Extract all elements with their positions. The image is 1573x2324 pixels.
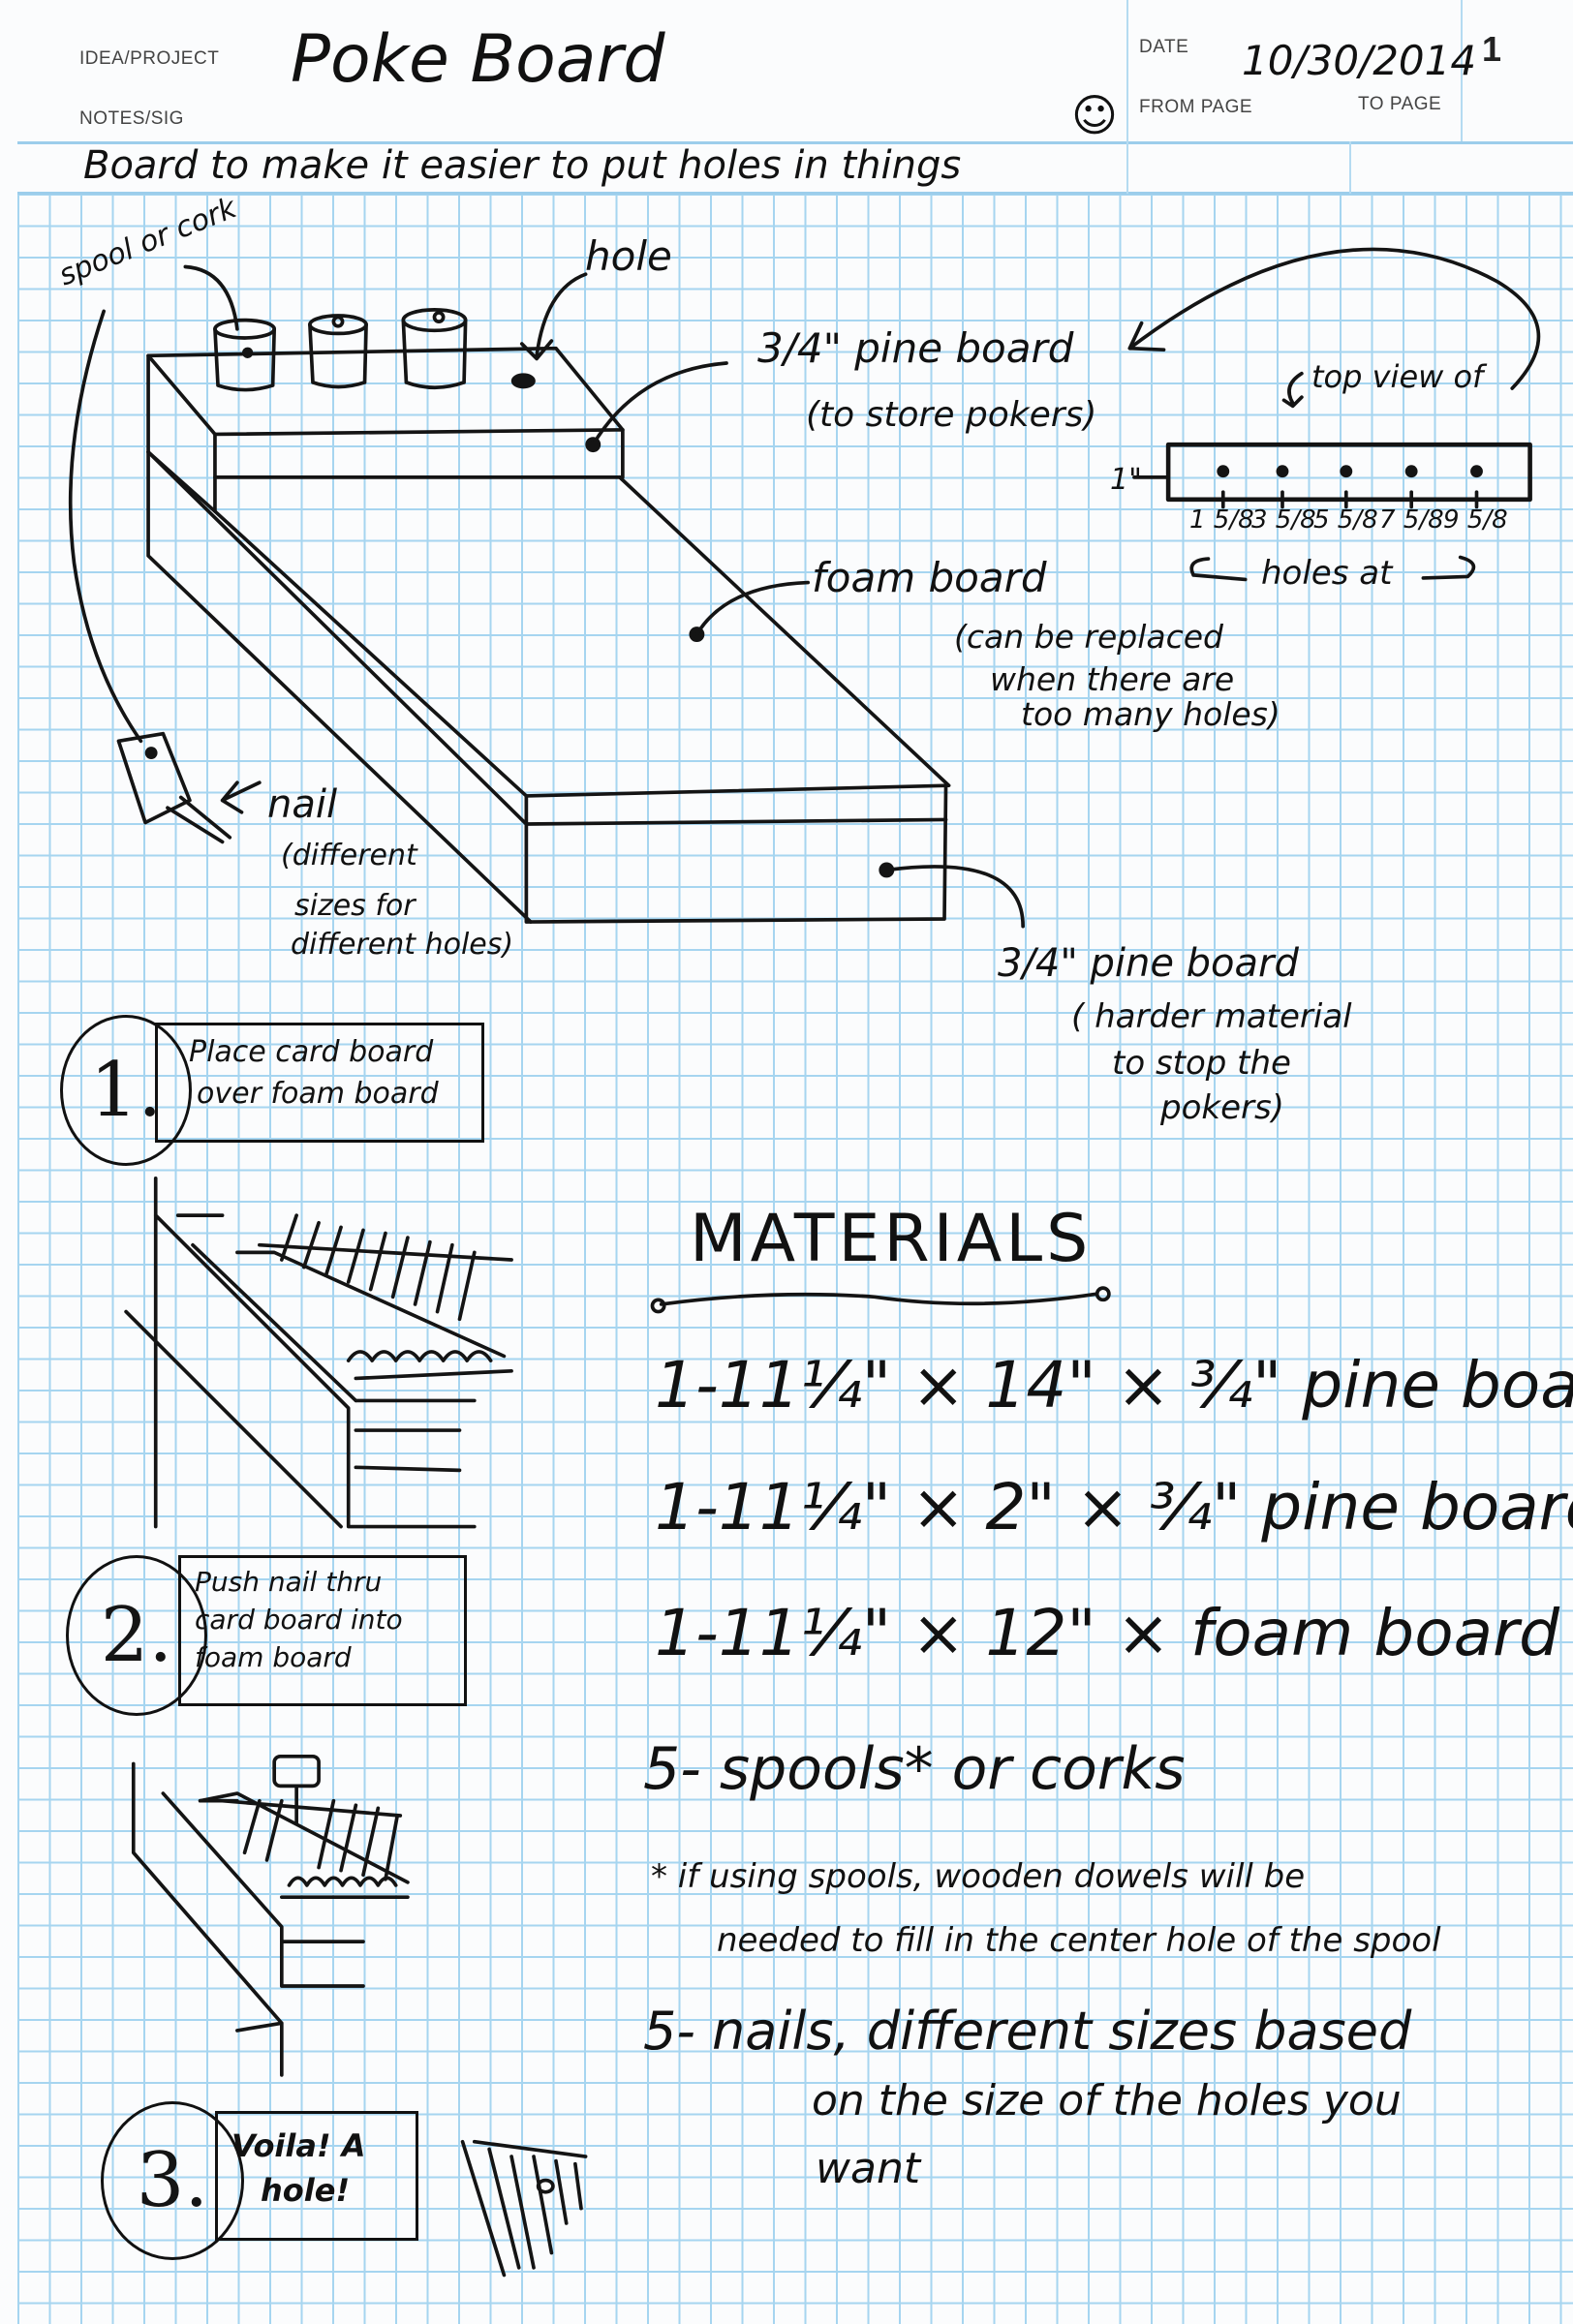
bottom-board-label: 3/4" pine board xyxy=(998,941,1299,986)
date-value: 10/30/2014 xyxy=(1242,37,1477,84)
step-text-line: Place card board xyxy=(189,1035,434,1069)
top-view-arrow xyxy=(1127,247,1541,390)
nail-note-line: (different xyxy=(281,839,417,872)
step-number: 3. xyxy=(136,2137,209,2224)
top-pine-board-front xyxy=(213,428,625,479)
board-front-face xyxy=(524,783,948,924)
top-board-label: 3/4" pine board xyxy=(757,324,1074,372)
materials-title: MATERIALS xyxy=(690,1201,1093,1277)
hole-label: hole xyxy=(585,232,672,280)
cardboard xyxy=(235,1242,513,1359)
foam-note-line: when there are xyxy=(990,660,1235,698)
poke-board-drawing xyxy=(68,247,1541,929)
bottom-board-note-line: pokers) xyxy=(1160,1088,1284,1127)
hole-position: 1 5/8 xyxy=(1189,505,1254,535)
step-number: 2. xyxy=(100,1592,173,1679)
spool-icon xyxy=(213,318,277,392)
step-text-line: Voila! A xyxy=(231,2127,366,2164)
bottom-board-note-line: to stop the xyxy=(1112,1044,1291,1083)
foam-bottom-line xyxy=(524,817,948,826)
step-number-badge: 3. xyxy=(101,2101,244,2260)
to-page-label: TO PAGE xyxy=(1358,94,1442,114)
hole-position: 7 5/8 xyxy=(1379,505,1444,535)
foam-label: foam board xyxy=(812,554,1047,601)
from-page-label: FROM PAGE xyxy=(1139,97,1253,117)
step-2-sketch xyxy=(131,1754,410,2077)
step-1-sketch xyxy=(124,1177,513,1529)
step-text-line: Push nail thru xyxy=(195,1566,383,1598)
nail-note-line: different holes) xyxy=(291,928,514,962)
header-divider xyxy=(1461,0,1463,141)
step-number: 1. xyxy=(89,1047,163,1134)
materials-item: 1-11¼" × 14" × ¾" pine board xyxy=(655,1348,1573,1422)
materials-item: 1-11¼" × 2" × ¾" pine board xyxy=(655,1470,1573,1544)
top-board-note: (to store pokers) xyxy=(806,395,1097,435)
smiley-icon: ☺ xyxy=(1071,89,1118,141)
foam-note-line: (can be replaced xyxy=(954,618,1223,656)
hole-position: 5 5/8 xyxy=(1313,505,1378,535)
page-number: 1 xyxy=(1482,29,1502,69)
idea-project-label: IDEA/PROJECT xyxy=(79,48,220,69)
graph-paper-grid xyxy=(17,194,1573,2324)
date-label: DATE xyxy=(1139,37,1189,57)
step-text-box: Voila! A hole! xyxy=(215,2111,418,2241)
materials-item-continued: on the size of the holes you xyxy=(812,2076,1402,2125)
bottom-board-note-line: ( harder material xyxy=(1071,997,1352,1036)
top-view-caption: top view of xyxy=(1311,358,1484,395)
notes-sig-label: NOTES/SIG xyxy=(79,108,184,129)
nail-label: nail xyxy=(267,782,338,827)
hole-position: 9 5/8 xyxy=(1443,505,1508,535)
step-text-box: Push nail thru card board into foam boar… xyxy=(178,1555,467,1706)
top-pine-board-top xyxy=(146,346,625,437)
step-text-line: card board into xyxy=(195,1604,403,1636)
step-3-sketch xyxy=(460,2139,588,2278)
foam-side-line xyxy=(146,450,529,826)
header-divider xyxy=(17,192,1573,195)
materials-item: 5- nails, different sizes based xyxy=(643,2001,1412,2062)
header-divider xyxy=(17,141,1573,144)
holes-caption: holes at xyxy=(1261,554,1393,593)
step-text-line: foam board xyxy=(195,1641,352,1673)
materials-underline xyxy=(650,1286,1111,1314)
nail-icon xyxy=(116,731,232,844)
width-label: 1" xyxy=(1110,463,1142,497)
hole-icon xyxy=(510,373,536,389)
step-text-line: over foam board xyxy=(197,1077,439,1111)
header-divider xyxy=(1349,141,1351,194)
step-text-box: Place card board over foam board xyxy=(155,1023,484,1143)
hole-position: 3 5/8 xyxy=(1251,505,1316,535)
materials-item: 1-11¼" × 12" × foam board xyxy=(655,1596,1560,1670)
top-view-drawing xyxy=(1132,371,1532,582)
project-title: Poke Board xyxy=(291,21,665,98)
header-divider xyxy=(1126,0,1128,194)
board-left-edge xyxy=(146,353,533,924)
materials-footnote-line: needed to fill in the center hole of the… xyxy=(717,1921,1441,1960)
spool-icon xyxy=(308,314,368,389)
foam-left-edge xyxy=(213,475,529,798)
materials-footnote-line: * if using spools, wooden dowels will be xyxy=(651,1857,1306,1896)
spool-icon xyxy=(401,308,468,390)
materials-item-continued: want xyxy=(816,2144,921,2193)
step-number-badge: 2. xyxy=(66,1555,207,1716)
step-number-badge: 1. xyxy=(60,1015,192,1166)
notes-text: Board to make it easier to put holes in … xyxy=(83,143,962,188)
materials-item: 5- spools* or corks xyxy=(643,1735,1186,1803)
step-text-line: hole! xyxy=(261,2172,351,2209)
foam-top-edge xyxy=(524,475,951,798)
nail-note-line: sizes for xyxy=(294,889,416,923)
foam-note-line: too many holes) xyxy=(1021,695,1280,733)
